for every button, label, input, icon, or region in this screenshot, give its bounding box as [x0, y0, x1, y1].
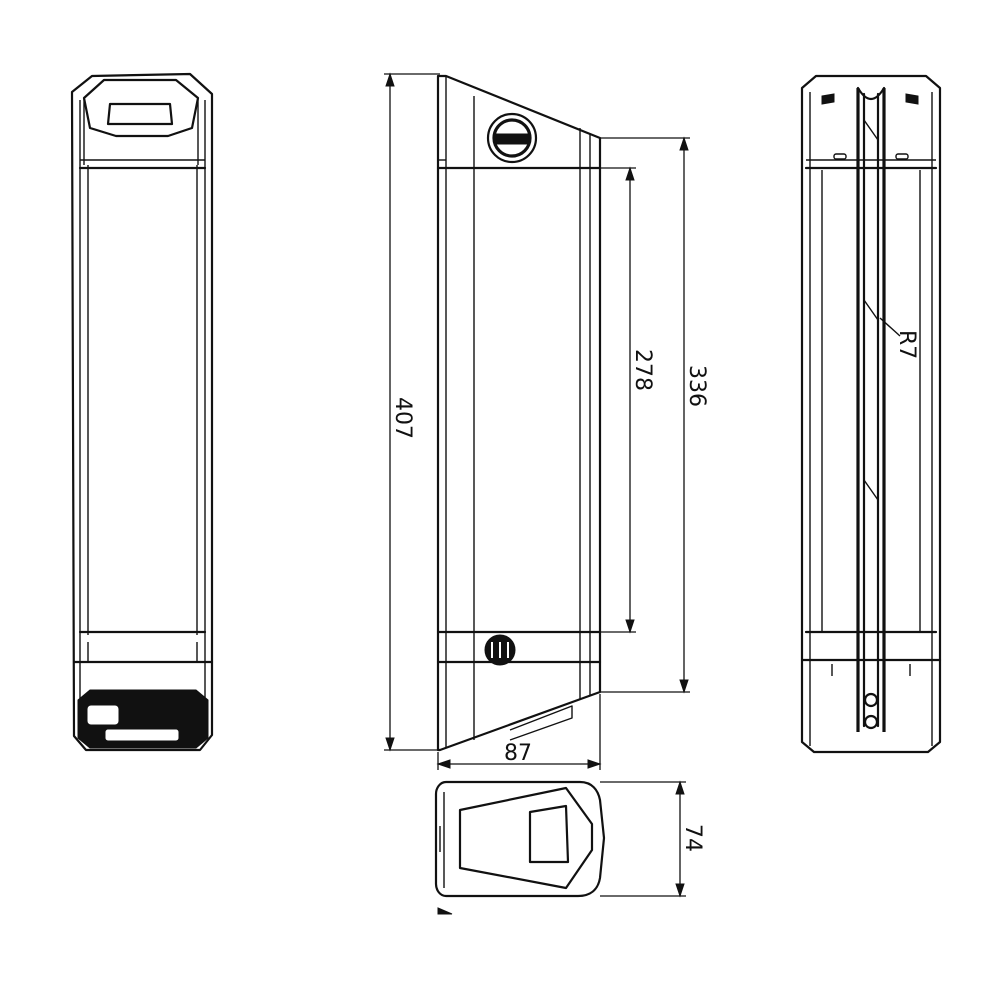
- radius-label: R7: [894, 330, 919, 359]
- width-label: 87: [504, 741, 532, 766]
- rear-view: R7: [800, 74, 942, 754]
- body-height-label: 336: [684, 365, 709, 407]
- dim-width: 87: [436, 694, 602, 770]
- total-height-label: 407: [390, 397, 415, 439]
- top-view: [434, 780, 606, 915]
- inner-height-label: 278: [630, 349, 655, 391]
- dim-total-height: 407: [384, 72, 440, 752]
- dim-inner-height: 278: [600, 166, 655, 634]
- front-view: [70, 72, 214, 752]
- depth-label: 74: [680, 824, 705, 852]
- dim-body-height: 336: [600, 136, 709, 694]
- side-view: [436, 74, 602, 752]
- dim-depth: 74: [600, 780, 705, 898]
